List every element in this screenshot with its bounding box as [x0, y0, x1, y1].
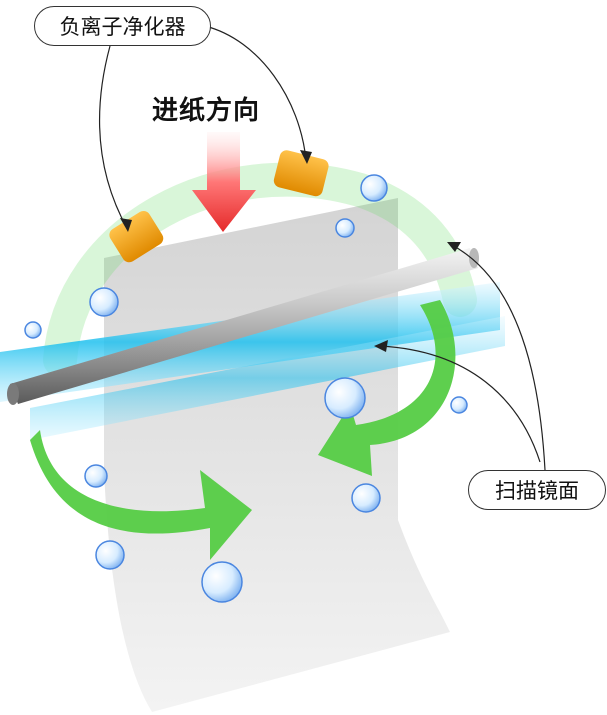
ionizer-callout: 负离子净化器	[34, 6, 211, 46]
green-arrow-left	[30, 430, 252, 560]
feed-direction-arrow	[192, 132, 256, 232]
ionizer-block-left	[109, 210, 164, 263]
ionizer-block-right	[273, 150, 329, 197]
feed-direction-label: 进纸方向	[152, 96, 261, 126]
callout-arrowheads	[120, 150, 461, 352]
green-arrow-right	[318, 300, 456, 476]
callout-leaders	[98, 25, 546, 471]
scan-mirror-callout: 扫描镜面	[468, 470, 606, 510]
air-bubbles	[24, 174, 468, 603]
